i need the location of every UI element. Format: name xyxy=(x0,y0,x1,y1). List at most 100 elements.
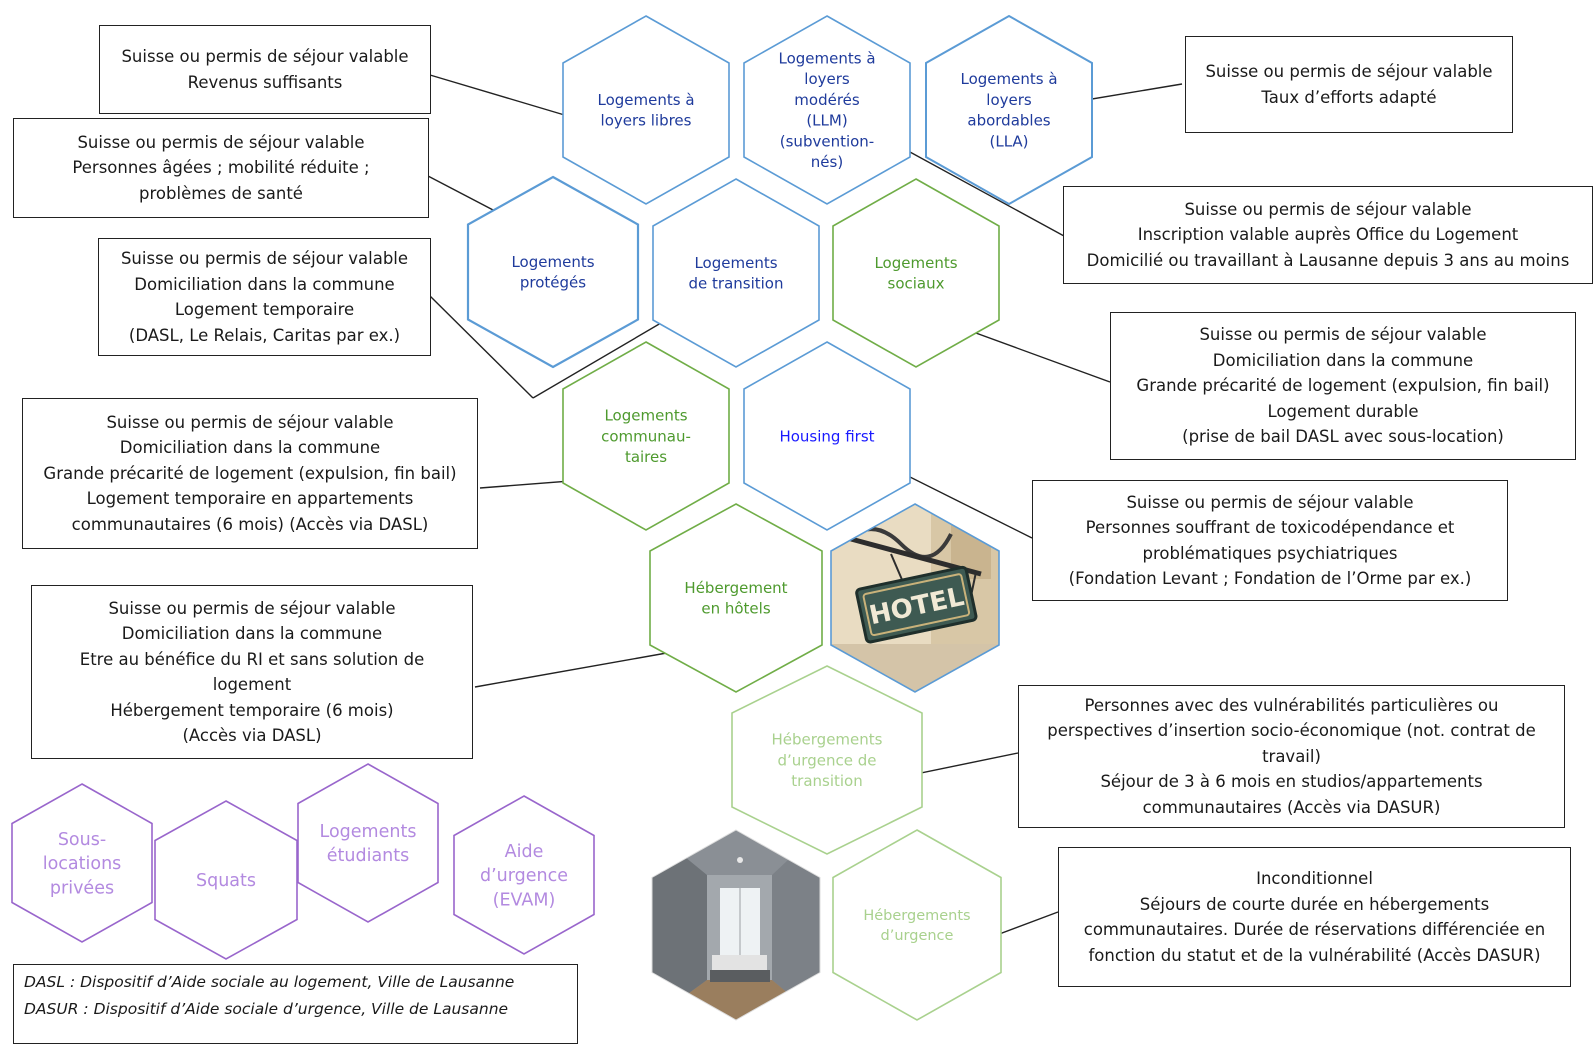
criteria-line: Suisse ou permis de séjour valable xyxy=(1205,62,1493,81)
hexagon-hotel-photo: HOTEL xyxy=(830,503,1000,693)
criteria-line: (prise de bail DASL avec sous-location) xyxy=(1182,427,1504,447)
hexagon-label-line: Hébergement xyxy=(684,579,787,597)
criteria-line: Séjour de 3 à 6 mois en studios/appartem… xyxy=(1100,772,1483,792)
hexagon-label-line: Logements à xyxy=(597,91,694,109)
hexagon-room-photo xyxy=(651,829,821,1021)
hexagon-label-line: Hébergements xyxy=(772,731,883,749)
hexagon-label-line: Logements xyxy=(511,253,594,271)
hexagon-urgence: Hébergements d’urgence xyxy=(832,829,1002,1021)
criteria-line: Grande précarité de logement (expulsion,… xyxy=(1136,376,1550,396)
abbreviations-legend: DASL : Dispositif d’Aide sociale au loge… xyxy=(13,964,578,1044)
criteria-line: Domiciliation dans la commune xyxy=(1212,350,1474,370)
legend-dasl: DASL : Dispositif d’Aide sociale au loge… xyxy=(24,973,515,991)
criteria-line: Taux d’efforts adapté xyxy=(1261,87,1437,107)
criteria-line: Suisse ou permis de séjour valable xyxy=(1126,492,1414,512)
criteria-line: (Fondation Levant ; Fondation de l’Orme … xyxy=(1068,569,1472,588)
criteria-line: Domiciliation dans la commune xyxy=(134,274,395,294)
hexagon-label-line: Hébergements xyxy=(863,908,970,924)
hexagon-hotels: Hébergement en hôtels xyxy=(649,503,823,693)
hexagon-label-line: d’urgence xyxy=(881,928,954,944)
criteria-line: travail) xyxy=(1262,746,1321,766)
criteria-line: Personnes avec des vulnérabilités partic… xyxy=(1084,695,1499,715)
hexagon-label-line: locations xyxy=(43,854,122,874)
hexagon-squats: Squats xyxy=(154,800,298,960)
criteria-line: Suisse ou permis de séjour valable xyxy=(108,598,396,618)
hexagon-label-line: en hôtels xyxy=(701,600,770,618)
criteria-line: Suisse ou permis de séjour valable xyxy=(106,412,394,432)
criteria-line: fonction du statut et de la vulnérabilit… xyxy=(1088,945,1541,965)
hexagon-label-line: Housing first xyxy=(779,427,874,445)
criteria-line: Domiciliation dans la commune xyxy=(121,624,383,643)
hexagon-urgence-transition: Hébergements d’urgence de transition xyxy=(731,665,923,855)
criteria-line: Inconditionnel xyxy=(1256,869,1373,888)
hexagon-label-line: modérés xyxy=(794,91,860,109)
hexagon-etudiants: Logements étudiants xyxy=(297,763,439,923)
criteria-line: Suisse ou permis de séjour valable xyxy=(120,249,409,268)
hexagon-label-line: loyers xyxy=(986,91,1032,109)
hexagon-sous-locations: Sous-locations privées xyxy=(11,783,153,943)
criteria-box-urgence-transition: Personnes avec des vulnérabilités partic… xyxy=(1018,685,1565,828)
criteria-line: communautaires (6 mois) (Accès via DASL) xyxy=(71,514,429,534)
connector-line xyxy=(887,139,1065,237)
hexagon-housing-first: Housing first xyxy=(743,341,911,531)
criteria-line: Hébergement temporaire (6 mois) xyxy=(110,700,394,720)
hexagon-label-line: Logements xyxy=(874,254,957,272)
hexagon-label-line: d’urgence de xyxy=(778,751,877,769)
hexagon-label-line: Logements xyxy=(604,407,687,425)
criteria-line: Suisse ou permis de séjour valable xyxy=(77,132,365,152)
criteria-line: Séjours de courte durée en hébergements xyxy=(1139,894,1490,914)
hexagon-label-line: loyers libres xyxy=(601,112,692,130)
hexagon-label-line: abordables xyxy=(967,112,1050,130)
hexagon-label-line: Logements xyxy=(320,822,417,842)
criteria-line: Etre au bénéfice du RI et sans solution … xyxy=(79,649,425,669)
criteria-line: problèmes de santé xyxy=(139,183,303,203)
connector-line xyxy=(429,295,534,399)
hexagon-label-line: d’urgence xyxy=(480,866,568,886)
criteria-line: Suisse ou permis de séjour valable xyxy=(121,47,409,66)
hexagon-proteges: Logements protégés xyxy=(466,175,640,369)
criteria-line: Suisse ou permis de séjour valable xyxy=(1199,325,1487,345)
hexagon-label-line: privées xyxy=(50,878,114,898)
criteria-line: logement xyxy=(212,675,292,694)
hexagon-loyers-libres: Logements à loyers libres xyxy=(562,15,730,205)
criteria-line: Personnes âgées ; mobilité réduite ; xyxy=(72,158,370,178)
criteria-line: Domiciliation dans la commune xyxy=(119,438,381,458)
criteria-line: (DASL, Le Relais, Caritas par ex.) xyxy=(128,325,401,345)
criteria-line: perspectives d’insertion socio-économiqu… xyxy=(1047,721,1536,741)
criteria-line: Logement temporaire en appartements xyxy=(86,489,414,509)
hexagon-label-line: sociaux xyxy=(888,275,945,293)
criteria-line: communautaires (Accès via DASUR) xyxy=(1142,797,1441,817)
criteria-line: problématiques psychiatriques xyxy=(1142,543,1398,563)
criteria-line: Inscription valable auprès Office du Log… xyxy=(1137,225,1519,245)
criteria-line: Suisse ou permis de séjour valable xyxy=(1184,199,1472,219)
hexagon-label-line: loyers xyxy=(804,70,850,88)
hexagon-label-line: protégés xyxy=(520,274,586,292)
hexagon-label-line: étudiants xyxy=(327,846,409,866)
hexagon-label-line: (subvention- xyxy=(780,132,874,150)
hexagon-label-line: Sous- xyxy=(58,830,106,850)
hexagon-label-line: de transition xyxy=(689,275,784,293)
criteria-line: Revenus suffisants xyxy=(187,72,343,92)
criteria-line: Personnes souffrant de toxicodépendance … xyxy=(1085,518,1455,537)
criteria-line: communautaires. Durée de réservations di… xyxy=(1083,920,1546,939)
criteria-line: Logement temporaire xyxy=(174,300,355,319)
criteria-line: Domicilié ou travaillant à Lausanne depu… xyxy=(1086,250,1570,270)
hexagon-label-line: transition xyxy=(791,772,862,790)
hexagon-sociaux: Logements sociaux xyxy=(832,178,1000,368)
criteria-line: Grande précarité de logement (expulsion,… xyxy=(43,463,457,483)
hexagon-label-line: Aide xyxy=(505,842,544,862)
legend-dasur: DASUR : Dispositif d’Aide sociale d’urge… xyxy=(24,1000,509,1018)
